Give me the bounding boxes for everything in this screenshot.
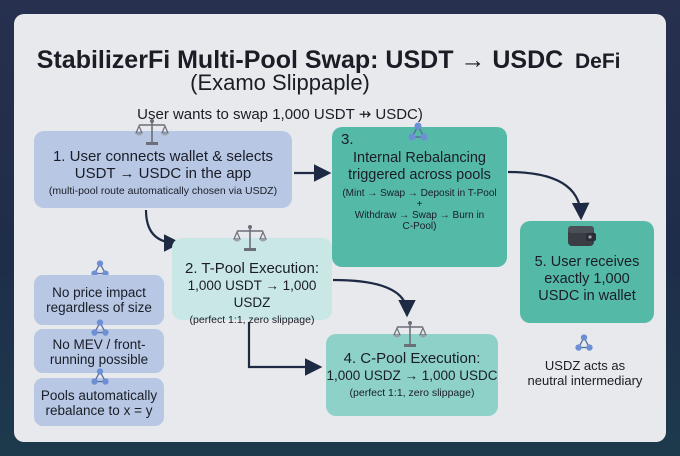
scale-icon	[135, 119, 169, 145]
note-line2: neutral intermediary	[527, 373, 643, 388]
note-line1: USDZ acts as	[544, 358, 626, 373]
benefit-no-mev: No MEV / front- running possible	[34, 329, 164, 373]
step4-detail: (perfect 1:1, zero slippage)	[349, 387, 475, 399]
scale-icon	[393, 321, 427, 347]
page-title: StabilizerFi Multi-Pool Swap: USDT → USD…	[36, 46, 564, 74]
step2-detail: (perfect 1:1, zero slippage)	[189, 314, 315, 326]
step1-line1: 1. User connects wallet & selects	[52, 148, 274, 165]
network-icon	[91, 368, 109, 385]
benefit3-line1: Pools automatically	[40, 388, 158, 403]
step4-line1: 4. C-Pool Execution:	[343, 350, 481, 367]
benefit2-line2: running possible	[49, 352, 149, 367]
step2-line2: 1,000 USDT → 1,000 USDZ	[187, 278, 317, 310]
swap-request-note: User wants to swap 1,000 USDT ⇸ USDC)	[137, 106, 423, 123]
benefit1-line1: No price impact	[52, 285, 146, 300]
arrow-step1-to-step2	[144, 209, 182, 252]
usdz-intermediary-note: USDZ acts as neutral intermediary	[522, 358, 648, 388]
step3-detail3: Withdraw → Swap → Burn in	[354, 210, 485, 221]
wallet-icon	[568, 226, 596, 246]
arrow-step3-to-step5	[507, 170, 590, 221]
benefit-auto-rebalance: Pools automatically rebalance to x = y	[34, 378, 164, 426]
step2-tpool-execution: 2. T-Pool Execution: 1,000 USDT → 1,000 …	[172, 238, 332, 326]
network-icon	[575, 334, 593, 351]
step1-line2: USDT → USDC in the app	[74, 165, 252, 182]
step5-line3: USDC in wallet	[538, 288, 636, 304]
page-subtitle: (Examo Slippaple)	[190, 70, 370, 95]
step2-line1: 2. T-Pool Execution:	[185, 260, 319, 277]
step3-internal-rebalancing: Internal Rebalancing triggered across po…	[332, 127, 507, 267]
defi-badge: DeFi	[575, 50, 621, 73]
step1-connect-wallet: 1. User connects wallet & selects USDT →…	[34, 131, 292, 208]
benefit-no-price-impact: No price impact regardless of size	[34, 275, 164, 325]
network-icon	[91, 319, 109, 336]
step4-line2: 1,000 USDZ → 1,000 USDC	[326, 368, 498, 383]
step3-line1: Internal Rebalancing	[352, 150, 486, 166]
step5-line2: exactly 1,000	[544, 271, 630, 287]
step4-cpool-execution: 4. C-Pool Execution: 1,000 USDZ → 1,000 …	[326, 334, 498, 416]
step5-line1: 5. User receives	[534, 254, 640, 270]
step1-detail: (multi-pool route automatically chosen v…	[48, 185, 278, 197]
arrow-step2-to-step4-left	[247, 322, 323, 376]
benefit1-line2: regardless of size	[46, 300, 152, 315]
arrow-step2-to-step4-top	[332, 278, 416, 318]
step3-number: 3.	[341, 131, 354, 148]
step3-detail2: +	[416, 199, 423, 210]
step3-detail1: (Mint → Swap → Deposit in T-Pool	[342, 188, 497, 199]
step5-user-receives: 5. User receives exactly 1,000 USDC in w…	[520, 221, 654, 323]
benefit2-line1: No MEV / front-	[52, 337, 146, 352]
step3-detail4: C-Pool)	[402, 221, 437, 232]
scale-icon	[233, 225, 267, 251]
network-icon	[408, 122, 428, 141]
benefit3-line2: rebalance to x = y	[45, 403, 153, 418]
step3-line2: triggered across pools	[348, 167, 491, 183]
